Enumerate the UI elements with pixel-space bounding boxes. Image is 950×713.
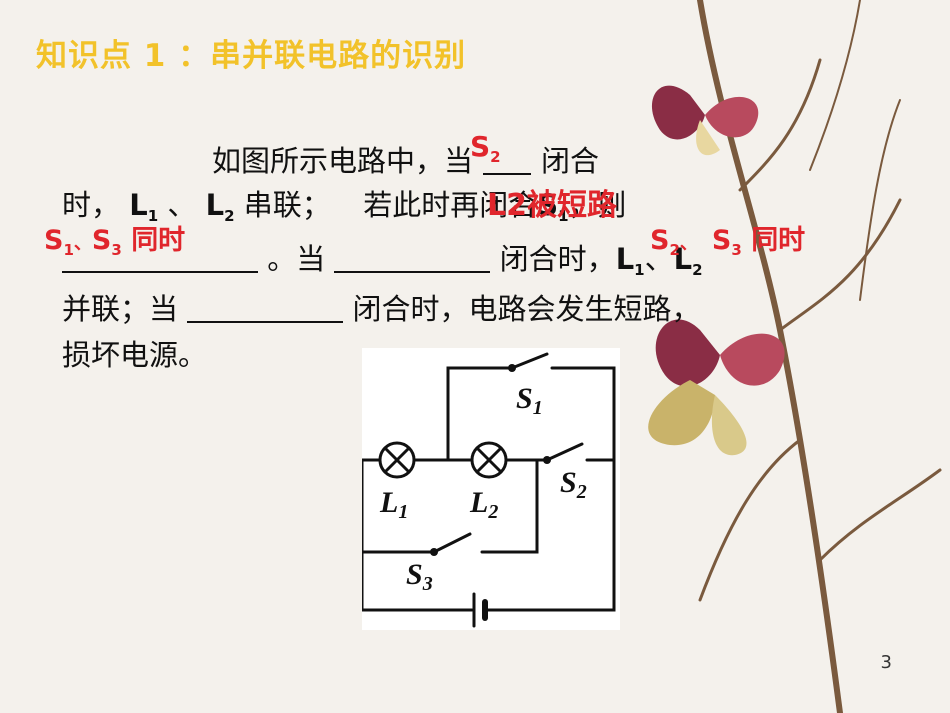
lamp-symbol: L2 [205, 188, 235, 225]
switch-s3-blade [432, 532, 472, 554]
lamp-l1-icon [378, 441, 416, 479]
answer-blank [62, 243, 258, 273]
question-line-3: 。当 闭合时，L1、L2 [62, 236, 703, 279]
lamp-symbol: L1 [615, 242, 645, 279]
answer-2: L2被短路 [487, 188, 617, 223]
question-text: 闭合时， [499, 242, 616, 276]
lamp-l2-icon [470, 441, 508, 479]
page-title: 知识点 1 ：串并联电路的识别 [36, 38, 467, 74]
switch-s2-blade [545, 442, 584, 462]
question-text: 、 [167, 188, 197, 222]
answer-4: S2、S3 同时 [650, 225, 806, 259]
answer-blank [334, 243, 491, 273]
battery-icon [472, 592, 488, 628]
question-text: 。当 [267, 242, 326, 276]
question-line-4: 并联；当 闭合时，电路会发生短路， [62, 286, 700, 328]
label-l1: L1 [379, 486, 408, 523]
question-line-2: 时， L1 、 L2 串联； 若此时再闭合S1，则 [62, 182, 627, 225]
switch-symbol: S1 [537, 188, 569, 225]
question-text: 损坏电源。 [62, 338, 208, 372]
label-s2: S2 [560, 466, 587, 503]
label-s3: S3 [406, 558, 433, 595]
label-s1: S1 [516, 382, 543, 419]
answer-blank [483, 145, 532, 175]
lamp-symbol: L1 [129, 188, 159, 225]
page-number: 3 [880, 652, 892, 673]
question-text: 并联；当 [62, 292, 179, 326]
question-text: 如图所示电路中，当 [212, 144, 474, 178]
question-text: 闭合时，电路会发生短路， [352, 292, 701, 326]
question-line-1: 如图所示电路中，当 闭合 [212, 138, 599, 180]
answer-3: S1、S3 同时 [44, 225, 186, 259]
question-text: 闭合 [541, 144, 600, 178]
label-l2: L2 [469, 486, 498, 523]
question-text: ，则 [568, 188, 627, 222]
lamp-symbol: L2 [673, 242, 703, 279]
circuit-diagram: S1 S2 S3 L1 L2 [360, 348, 620, 630]
switch-s1-blade [510, 352, 549, 370]
question-text: 时， [62, 188, 121, 222]
circuit-drawing: S1 S2 S3 L1 L2 [360, 352, 616, 628]
answer-blank [187, 293, 344, 323]
question-line-5: 损坏电源。 [62, 332, 207, 374]
question-text: 串联； [243, 188, 331, 222]
butterfly-icon [651, 85, 759, 156]
butterfly-icon [648, 319, 785, 456]
answer-1: S2 [470, 130, 501, 166]
question-text: 若此时再闭合 [363, 188, 538, 222]
question-text: 、 [644, 242, 674, 276]
